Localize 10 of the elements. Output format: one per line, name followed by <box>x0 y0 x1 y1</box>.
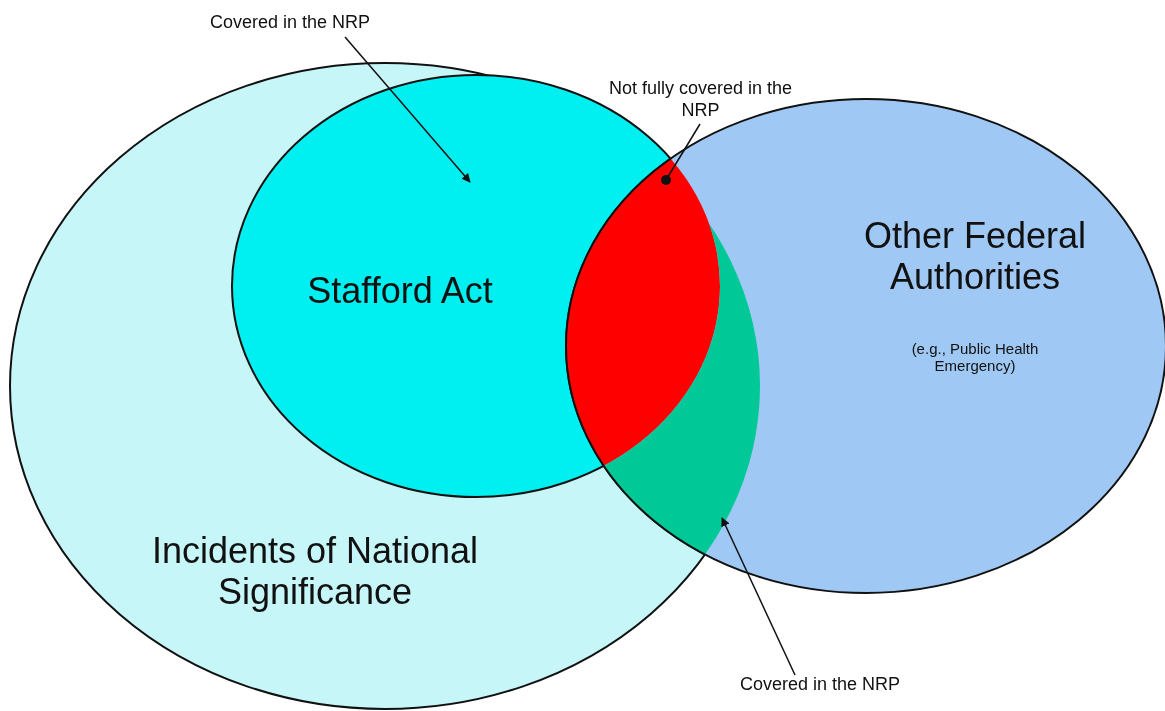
set-label: Other Federal Authorities <box>862 215 1088 298</box>
leader-line <box>721 517 796 676</box>
leader-line <box>344 36 471 183</box>
annotation-text: Covered in the NRP <box>160 12 420 38</box>
set-label: Stafford Act <box>306 270 494 312</box>
leader-line <box>661 123 701 185</box>
set-label: Incidents of National Significance <box>150 530 480 613</box>
annotation-text: Covered in the NRP <box>690 674 950 700</box>
set-note: (e.g., Public Health Emergency) <box>910 340 1040 375</box>
annotation-text: Not fully covered in the NRP <box>598 78 803 126</box>
